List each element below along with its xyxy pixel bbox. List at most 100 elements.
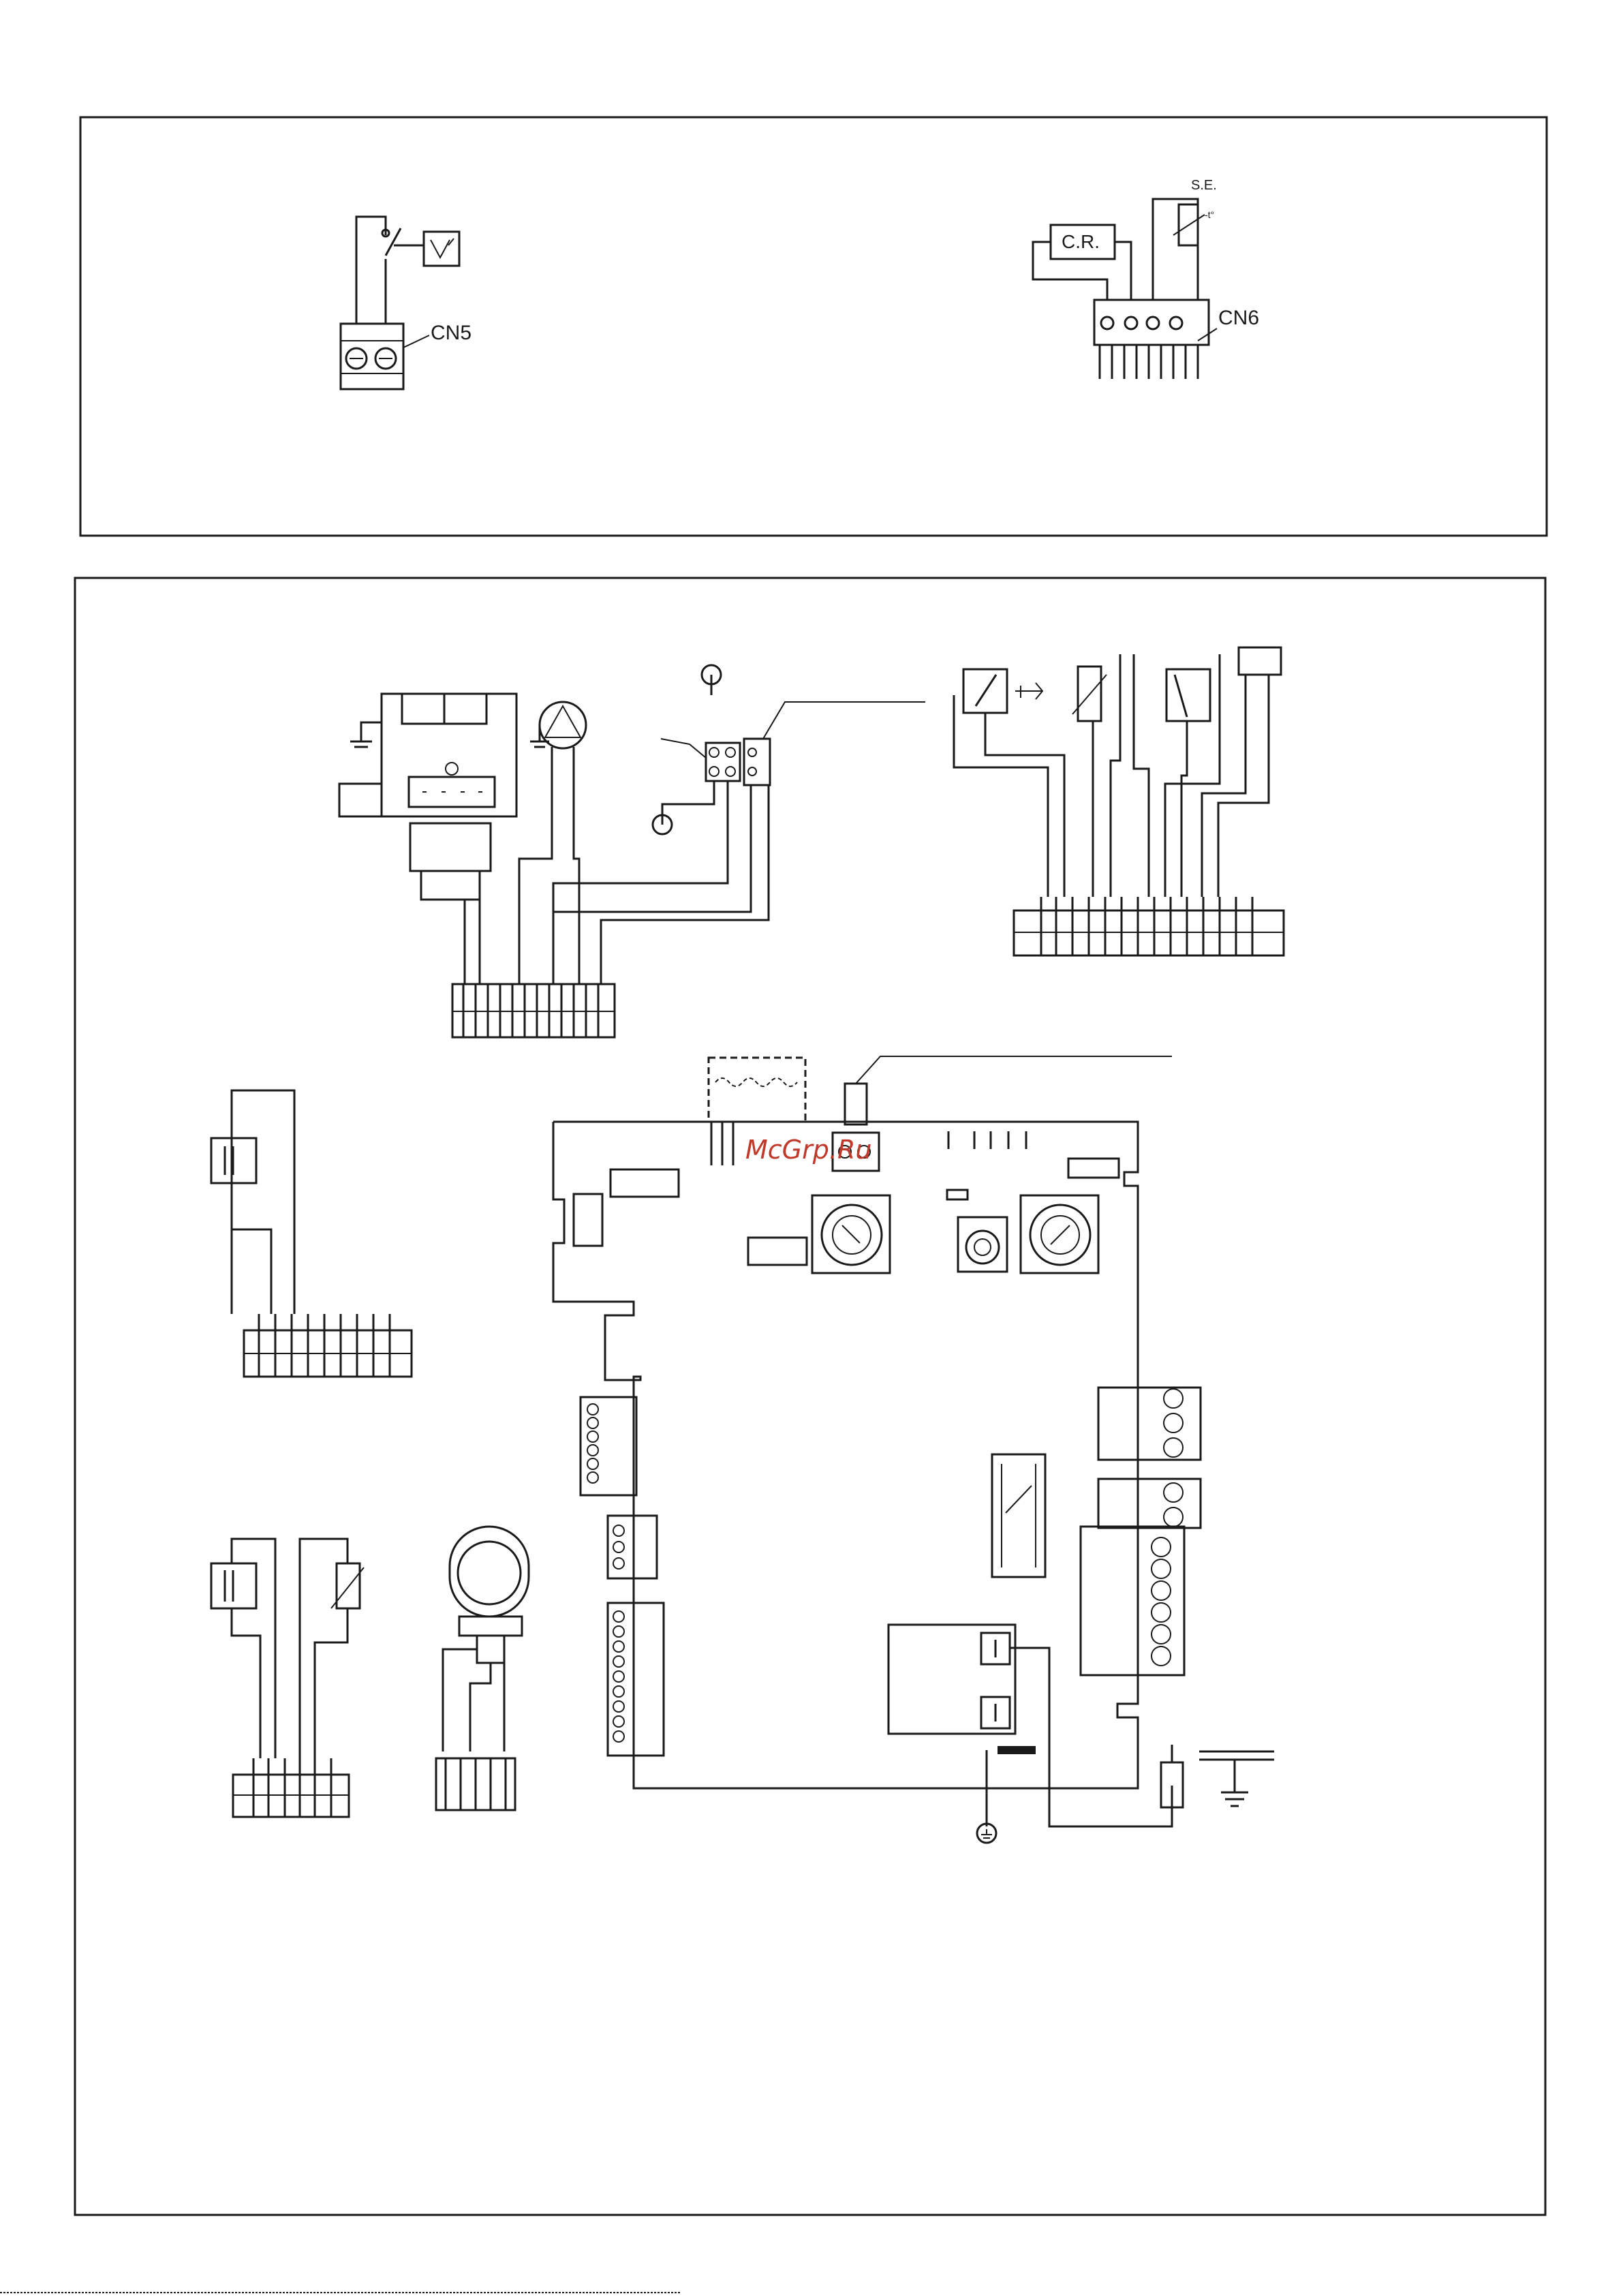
left-sensor-wire-1 [232, 1090, 294, 1314]
mains-fuse-screw-2 [748, 767, 756, 776]
pump-wire-2 [574, 747, 579, 984]
left-sensor-wire-2 [232, 1183, 271, 1314]
gas-valve-assembly [339, 694, 516, 984]
cn6-group: C.R. S.E. -t° CN6 [1033, 178, 1259, 379]
cn6-label: CN6 [1218, 307, 1259, 329]
mains-wire-3 [601, 785, 769, 984]
mains-ground-bottom [653, 781, 714, 834]
pump-wire-1 [519, 747, 552, 984]
cn5-label: CN5 [431, 322, 472, 344]
pressure-switch-wire-2 [1165, 654, 1220, 897]
cn6-screw-4 [1170, 317, 1182, 329]
gas-valve-ground-symbol [446, 763, 458, 775]
mains-screw-3 [709, 767, 719, 776]
relay-glyph [1002, 1464, 1036, 1567]
edge-connector-2-screws [613, 1525, 624, 1569]
left-connector-pins [259, 1314, 390, 1377]
pressure-switch-wire-3 [1181, 721, 1187, 897]
electrode-group [436, 1527, 529, 1810]
cn5-group: CN5 [341, 217, 472, 389]
board-connector-a [610, 1169, 679, 1197]
edge-connector-3 [608, 1603, 664, 1756]
external-device-wire-1 [1202, 675, 1246, 897]
main-connector-right-pins [1041, 897, 1252, 955]
bottom-left-sensor-group [211, 1539, 364, 1817]
mains-screw-2 [726, 748, 735, 757]
flow-switch-blade [976, 675, 996, 706]
fuse-leader [856, 1056, 1172, 1084]
cn5-terminal-block [341, 324, 403, 389]
gas-valve-coil-left [402, 694, 444, 724]
sensors-top-right [954, 647, 1281, 897]
bottom-left-connector-pins [253, 1758, 331, 1817]
antenna-ground [1199, 1751, 1274, 1806]
bottom-left-wire-2 [232, 1608, 260, 1758]
external-device-box [1239, 647, 1281, 675]
electrode-stem [477, 1636, 504, 1663]
mains-fuse-screw-1 [748, 748, 756, 756]
potentiometer-1-pointer [842, 1225, 860, 1243]
pump-triangle [545, 706, 581, 737]
right-terminal-1 [1098, 1388, 1201, 1460]
pressure-switch-glyph [431, 239, 454, 258]
control-board [553, 1056, 1274, 1843]
cn6-screw-3 [1147, 317, 1159, 329]
mains-screw-4 [726, 767, 735, 776]
cn6-screw-2 [1125, 317, 1137, 329]
dashed-module-wave [715, 1078, 797, 1086]
fuse-connector [845, 1084, 867, 1124]
potentiometer-3-frame [1021, 1195, 1098, 1273]
cn6-pins [1100, 345, 1198, 379]
cr-label: C.R. [1062, 231, 1100, 252]
pressure-switch-wire-1 [1134, 654, 1149, 897]
potentiometer-2-knob [966, 1231, 999, 1264]
ground-icon-glyph [981, 1829, 992, 1838]
mains-leader-right [763, 702, 925, 739]
board-connector-c [748, 1238, 807, 1265]
main-connector-right [1014, 897, 1284, 955]
main-connector-left [452, 984, 615, 1037]
right-terminal-2-screws [1164, 1483, 1183, 1527]
edge-connector-2 [608, 1516, 657, 1578]
ntc-wire-2 [1111, 654, 1120, 897]
potentiometer-3-pointer [1051, 1225, 1070, 1244]
right-terminal-3-screws [1151, 1537, 1171, 1666]
bottom-left-ntc [337, 1563, 360, 1608]
external-device-wire-2 [1218, 675, 1269, 897]
potentiometer-2-dial [974, 1239, 991, 1255]
mains-terminal [553, 665, 925, 984]
flow-switch-wire-1 [954, 695, 1048, 897]
cn5-leader [403, 335, 429, 348]
electrode-cap [450, 1527, 529, 1617]
electrode-head [458, 1542, 521, 1604]
flow-switch-arrow [1015, 683, 1042, 699]
bottom-left-sensor-glyph [225, 1570, 233, 1602]
cn6-screw-1 [1101, 317, 1113, 329]
relay [992, 1454, 1045, 1577]
gas-valve-connector-pins [421, 871, 480, 900]
dashed-module-legs [711, 1122, 733, 1165]
bottom-left-wire-1 [232, 1539, 275, 1758]
mains-screw-1 [709, 748, 719, 757]
right-terminal-3 [1081, 1527, 1184, 1675]
cn5-switch-blade [386, 228, 401, 256]
right-terminal-2 [1098, 1479, 1201, 1528]
mains-leader-left [661, 739, 706, 758]
left-sensor-group [211, 1090, 412, 1377]
gas-valve-coil-right [444, 694, 486, 724]
electrode-wire-2 [470, 1663, 491, 1751]
right-terminal-1-screws [1164, 1389, 1183, 1457]
flow-switch-wire-2 [985, 713, 1064, 897]
electrode-wire-1 [443, 1649, 477, 1751]
gas-valve-ground-left [350, 722, 382, 747]
se-temp-label: -t° [1205, 209, 1214, 220]
pressure-switch-box [1166, 669, 1210, 721]
mains-ground-top [702, 665, 721, 695]
mains-wire-2 [553, 785, 751, 912]
top-panel-frame [80, 117, 1547, 536]
cn6-terminal-block [1094, 300, 1209, 345]
watermark: McGrp.Ru [745, 1135, 871, 1165]
board-connector-b [574, 1194, 602, 1246]
ground-bar [998, 1746, 1036, 1754]
